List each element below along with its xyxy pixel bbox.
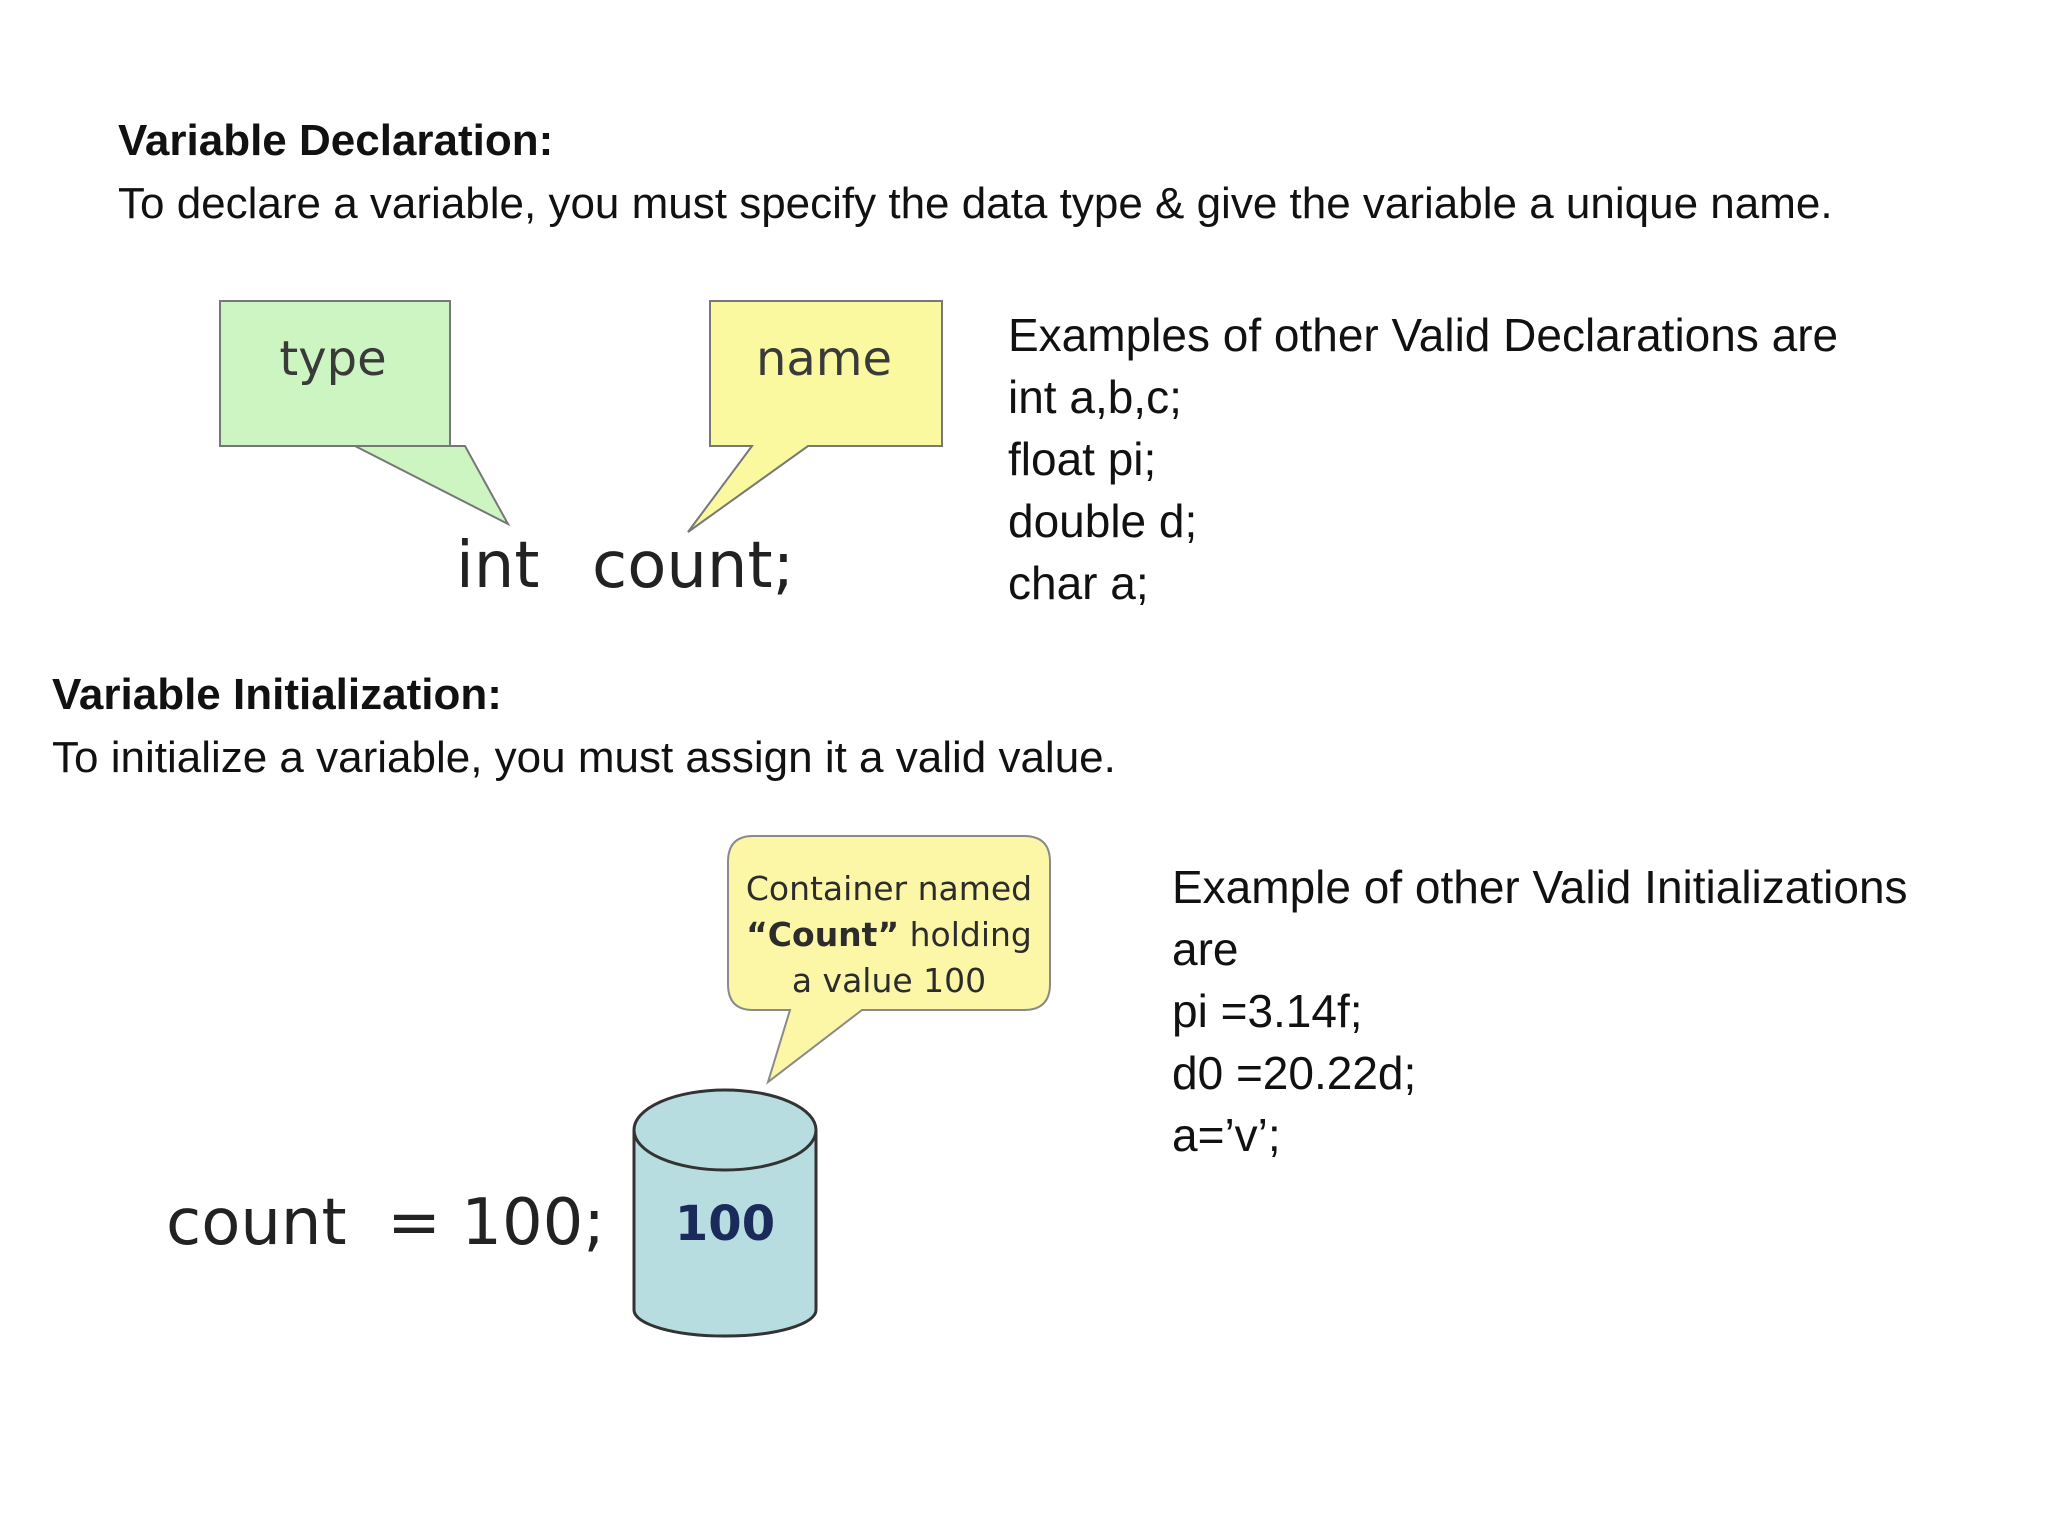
name-callout-shape — [687, 300, 943, 533]
declaration-heading: Variable Declaration: — [118, 116, 554, 165]
container-note-shape — [727, 835, 1051, 1085]
initialization-diagram: Container named “Count” holding a value … — [166, 835, 1051, 1338]
initialization-examples: Example of other Valid Initializations a… — [1172, 856, 1908, 1166]
code-type-keyword: int — [456, 529, 539, 603]
code-variable-name: count; — [592, 529, 794, 603]
initialization-example-item: a=’v’; — [1172, 1109, 1281, 1161]
container-note-line1: Container named — [746, 869, 1032, 908]
initialization-description: To initialize a variable, you must assig… — [52, 733, 1116, 782]
value-container-cylinder: 100 — [632, 1088, 818, 1338]
initialization-examples-title-cont: are — [1172, 923, 1239, 975]
container-note-holding: holding — [899, 915, 1032, 954]
container-note-line3: a value 100 — [792, 961, 986, 1000]
initialization-example-item: pi =3.14f; — [1172, 985, 1363, 1037]
container-note-callout: Container named “Count” holding a value … — [727, 835, 1051, 1085]
name-callout: name — [687, 300, 943, 533]
initialization-code: count = 100; — [166, 1186, 605, 1260]
type-callout: type — [219, 300, 511, 527]
declaration-diagram: type name int count; — [219, 300, 943, 603]
name-callout-label: name — [756, 331, 892, 387]
initialization-examples-title: Example of other Valid Initializations — [1172, 861, 1908, 913]
declaration-description: To declare a variable, you must specify … — [118, 179, 1833, 228]
declaration-example-item: char a; — [1008, 557, 1149, 609]
cylinder-top — [632, 1088, 818, 1172]
declaration-example-item: double d; — [1008, 495, 1198, 547]
declaration-example-item: float pi; — [1008, 433, 1157, 485]
declaration-example-item: int a,b,c; — [1008, 371, 1182, 423]
container-value: 100 — [675, 1196, 775, 1252]
declaration-examples: Examples of other Valid Declarations are… — [1008, 304, 1838, 614]
type-callout-shape — [219, 300, 511, 527]
container-note-line2: “Count” holding — [746, 915, 1032, 954]
container-note-name: “Count” — [746, 915, 899, 954]
initialization-heading: Variable Initialization: — [52, 670, 502, 719]
cylinder-body — [632, 1130, 818, 1338]
initialization-example-item: d0 =20.22d; — [1172, 1047, 1417, 1099]
declaration-examples-title: Examples of other Valid Declarations are — [1008, 309, 1839, 361]
type-callout-label: type — [279, 331, 386, 387]
